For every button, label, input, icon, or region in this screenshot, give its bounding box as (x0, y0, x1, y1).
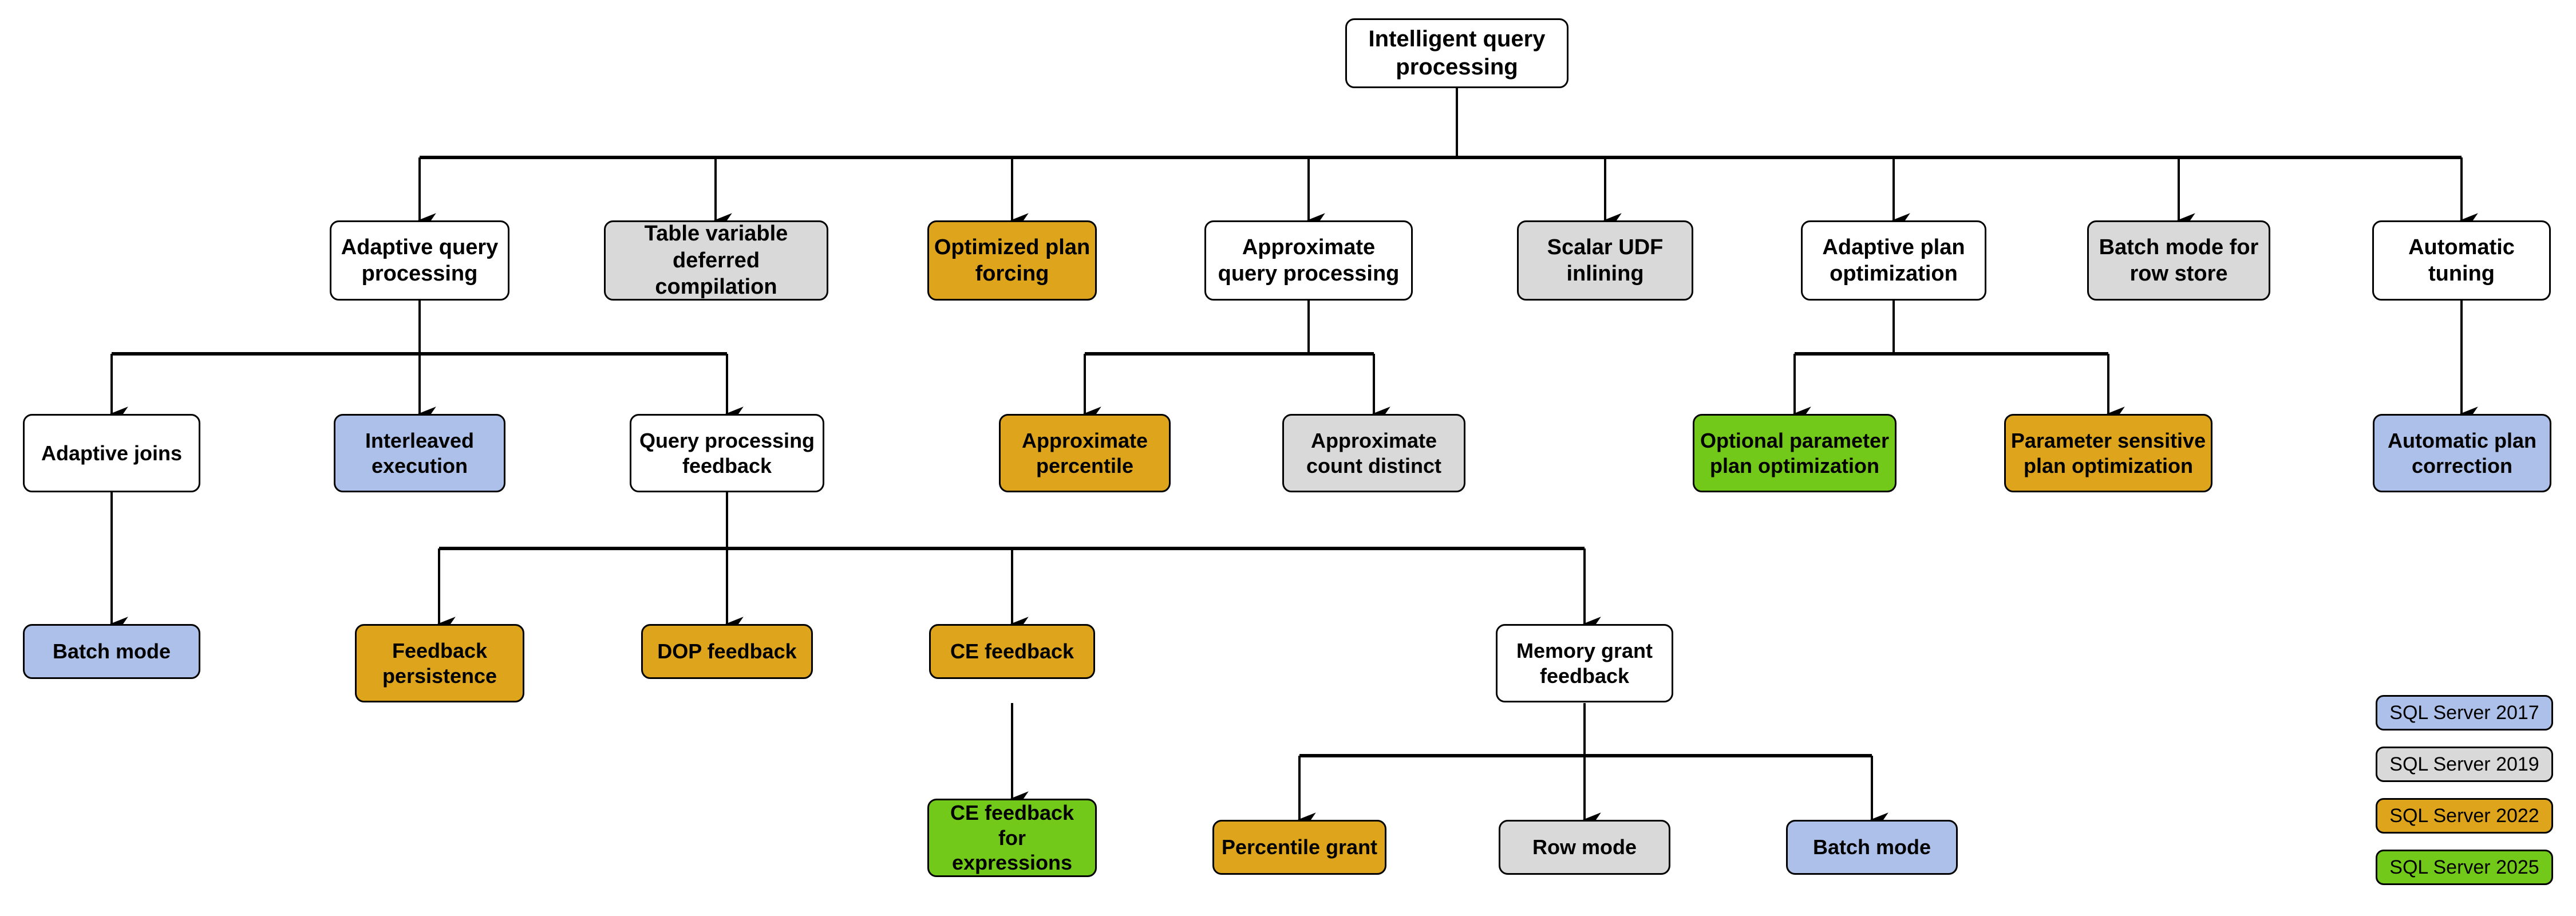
node-batch-mode-for-row-store[interactable]: Batch mode for row store (2087, 220, 2270, 301)
legend-item-sql-server-2019[interactable]: SQL Server 2019 (2376, 747, 2553, 782)
legend-item-label: SQL Server 2025 (2389, 856, 2539, 878)
node-label: Approximate count distinct (1306, 428, 1441, 477)
node-approximate-percentile[interactable]: Approximate percentile (999, 414, 1171, 492)
node-label: Automatic tuning (2408, 235, 2515, 286)
node-optional-parameter-plan-optimization[interactable]: Optional parameter plan optimization (1693, 414, 1897, 492)
node-parameter-sensitive-plan-optimization[interactable]: Parameter sensitive plan optimization (2004, 414, 2212, 492)
node-label: Batch mode for row store (2099, 235, 2259, 286)
legend-item-sql-server-2017[interactable]: SQL Server 2017 (2376, 695, 2553, 731)
node-approximate-query-processing[interactable]: Approximate query processing (1204, 220, 1413, 301)
node-interleaved-execution[interactable]: Interleaved execution (334, 414, 505, 492)
node-label: Parameter sensitive plan optimization (2010, 428, 2206, 477)
node-label: Memory grant feedback (1516, 638, 1653, 688)
node-label: CE feedback for expressions (950, 800, 1074, 875)
node-memory-grant-feedback[interactable]: Memory grant feedback (1496, 624, 1673, 702)
node-approximate-count-distinct[interactable]: Approximate count distinct (1282, 414, 1465, 492)
node-automatic-tuning[interactable]: Automatic tuning (2372, 220, 2551, 301)
node-percentile-grant[interactable]: Percentile grant (1212, 820, 1386, 875)
node-label: DOP feedback (657, 639, 797, 664)
node-dop-feedback[interactable]: DOP feedback (641, 624, 813, 679)
node-optimized-plan-forcing[interactable]: Optimized plan forcing (927, 220, 1097, 301)
node-label: Approximate query processing (1218, 235, 1400, 286)
node-label: Optional parameter plan optimization (1700, 428, 1890, 477)
legend-item-label: SQL Server 2019 (2389, 753, 2539, 775)
node-feedback-persistence[interactable]: Feedback persistence (355, 624, 524, 702)
legend-item-sql-server-2022[interactable]: SQL Server 2022 (2376, 798, 2553, 834)
node-label: Row mode (1532, 835, 1637, 859)
node-query-processing-feedback[interactable]: Query processing feedback (630, 414, 824, 492)
node-ce-feedback[interactable]: CE feedback (929, 624, 1095, 679)
node-label: Adaptive plan optimization (1822, 235, 1965, 286)
node-scalar-udf-inlining[interactable]: Scalar UDF inlining (1517, 220, 1693, 301)
node-label: Adaptive query processing (341, 235, 499, 286)
node-label: CE feedback (950, 639, 1074, 664)
node-automatic-plan-correction[interactable]: Automatic plan correction (2373, 414, 2551, 492)
node-adaptive-joins[interactable]: Adaptive joins (23, 414, 200, 492)
node-label: Percentile grant (1221, 835, 1378, 859)
node-adaptive-query-processing[interactable]: Adaptive query processing (330, 220, 509, 301)
node-label: Scalar UDF inlining (1547, 235, 1664, 286)
node-label: Interleaved execution (365, 428, 475, 477)
node-label: Automatic plan correction (2387, 428, 2537, 477)
node-label: Optimized plan forcing (934, 235, 1091, 286)
legend-item-label: SQL Server 2017 (2389, 701, 2539, 724)
legend-item-label: SQL Server 2022 (2389, 804, 2539, 827)
legend-item-sql-server-2025[interactable]: SQL Server 2025 (2376, 850, 2553, 885)
node-ce-feedback-for-expressions[interactable]: CE feedback for expressions (927, 799, 1097, 877)
node-label: Approximate percentile (1021, 428, 1148, 477)
node-label: Adaptive joins (41, 441, 183, 465)
node-label: Batch mode (52, 639, 171, 664)
node-label: Feedback persistence (382, 638, 497, 688)
node-table-variable-deferred-compilation[interactable]: Table variable deferred compilation (604, 220, 828, 301)
node-label: Batch mode (1812, 835, 1931, 859)
node-label: Query processing feedback (639, 428, 815, 477)
